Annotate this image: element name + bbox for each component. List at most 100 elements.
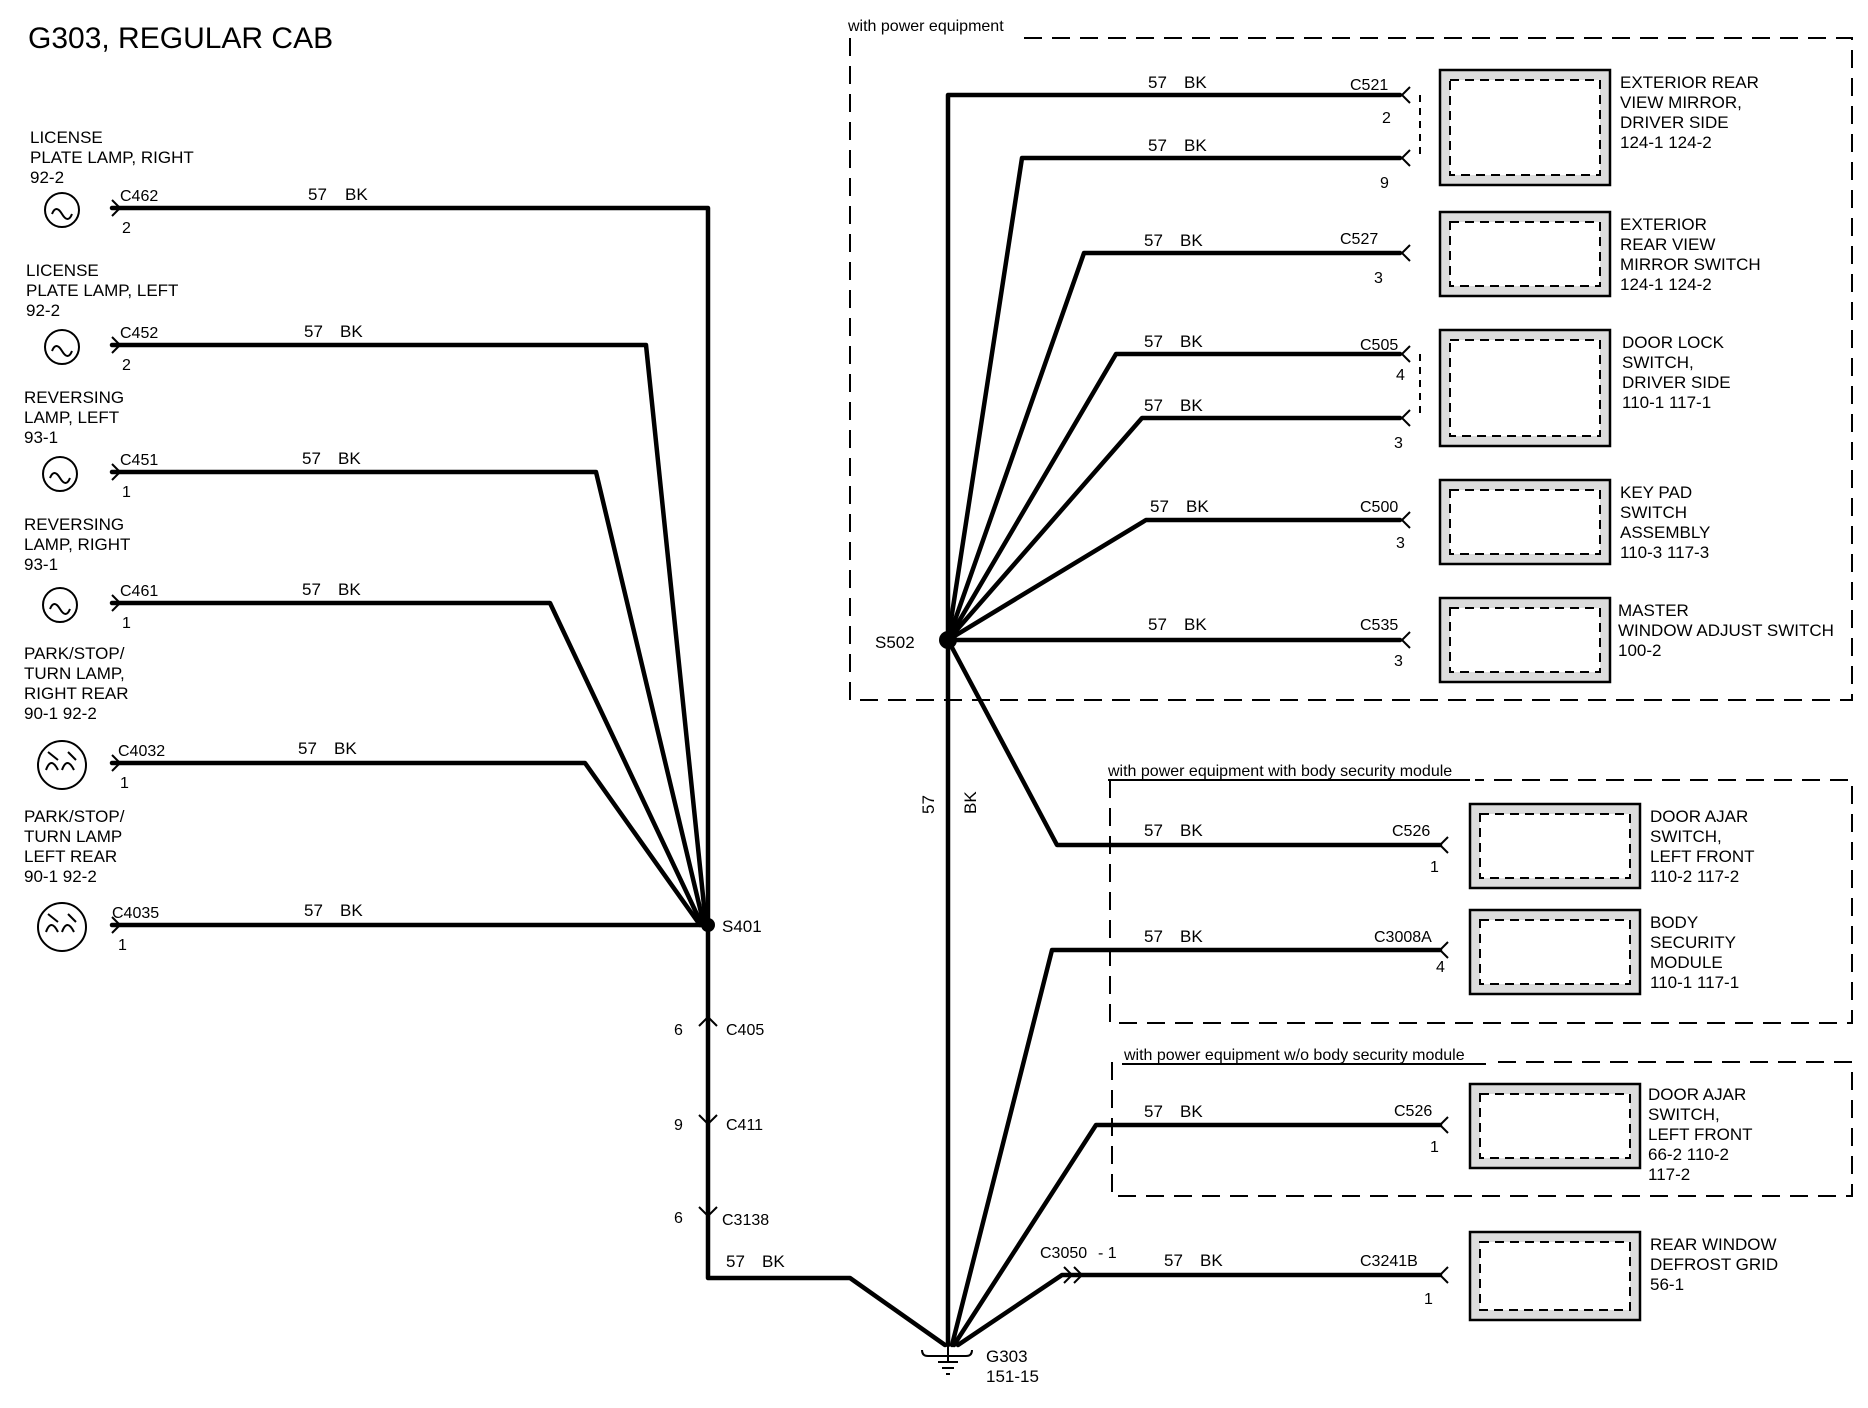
component-label-line: LICENSE — [30, 128, 103, 147]
connector-name: C505 — [1360, 337, 1398, 354]
component-label-line: 110-3 117-3 — [1620, 543, 1709, 562]
connector-name: C3050 — [1040, 1245, 1087, 1262]
ground-g303: G303 151-15 — [921, 1345, 1039, 1386]
wire-label-circuit: 57 — [1144, 332, 1163, 351]
bulb-icon — [44, 329, 80, 365]
pin-number: 1 — [1430, 1139, 1439, 1156]
pin-number: 2 — [122, 357, 131, 374]
connector-name: C526 — [1392, 823, 1430, 840]
component-label-line: REAR VIEW — [1620, 235, 1715, 254]
bulb-icon — [44, 192, 80, 228]
wire-label-color: BK — [1180, 927, 1203, 946]
pin-number: - 1 — [1098, 1245, 1117, 1262]
splice-s502: S502 — [875, 631, 957, 652]
left-component-reversing-left: REVERSING LAMP, LEFT 93-1 C451 1 57 BK — [24, 388, 361, 501]
component-label-line: 93-1 — [24, 555, 58, 574]
connector-arrow-icon — [1400, 86, 1411, 104]
wire-label-color: BK — [1180, 396, 1203, 415]
right-component-key-pad-switch: C500 3 KEY PAD SWITCH ASSEMBLY 110-3 117… — [1150, 478, 1710, 566]
wire-label-circuit: 57 — [1148, 73, 1167, 92]
connector-arrow-icon — [111, 336, 122, 354]
component-label-line: 110-2 117-2 — [1650, 867, 1739, 886]
connector-name: C411 — [726, 1117, 763, 1134]
ground-ref: 151-15 — [986, 1367, 1039, 1386]
left-component-reversing-right: REVERSING LAMP, RIGHT 93-1 C461 1 57 BK — [24, 515, 361, 632]
left-component-park-stop-turn-left-rear: PARK/STOP/ TURN LAMP LEFT REAR 90-1 92-2… — [24, 807, 363, 954]
wire-label-circuit: 57 — [1144, 396, 1163, 415]
component-label-line: SWITCH, — [1650, 827, 1722, 846]
component-label-line: SECURITY — [1650, 933, 1736, 952]
wire-label-color: BK — [1180, 1102, 1203, 1121]
wire-label-circuit: 57 — [726, 1252, 745, 1271]
component-label-line: EXTERIOR — [1620, 215, 1707, 234]
wire-label-color: BK — [1184, 73, 1207, 92]
component-label-line: PLATE LAMP, LEFT — [26, 281, 178, 300]
splice-label: S401 — [722, 917, 762, 936]
right-component-master-window-switch: C535 3 MASTER WINDOW ADJUST SWITCH 100-2… — [1148, 596, 1834, 684]
component-label-line: SWITCH, — [1622, 353, 1694, 372]
component-label-line: 110-1 117-1 — [1650, 973, 1739, 992]
component-label-line: 90-1 92-2 — [24, 867, 97, 886]
s502-wires — [945, 92, 1443, 1348]
connector-name: C3008A — [1374, 929, 1432, 946]
connector-name: C451 — [120, 452, 158, 469]
condition-label-power-equipment: with power equipment — [847, 18, 1004, 35]
connector-name: C527 — [1340, 231, 1378, 248]
connector-arrow-icon — [1438, 1116, 1449, 1134]
wire-label-color: BK — [340, 322, 363, 341]
component-label-line: SWITCH, — [1648, 1105, 1720, 1124]
connector-name: C405 — [726, 1022, 764, 1039]
wire-label-circuit: 57 — [1144, 927, 1163, 946]
wire-label-circuit: 57 — [1164, 1251, 1183, 1270]
connector-arrow-icon — [1400, 631, 1411, 649]
right-component-body-security-module: C3008A 4 BODY SECURITY MODULE 110-1 117-… — [1144, 908, 1739, 996]
connector-name: C4032 — [118, 743, 165, 760]
wire-label-color: BK — [338, 580, 361, 599]
component-label-line: DRIVER SIDE — [1622, 373, 1731, 392]
wire-label-color: BK — [1180, 332, 1203, 351]
right-component-door-ajar-with-bsm: C526 1 DOOR AJAR SWITCH, LEFT FRONT 110-… — [1144, 802, 1755, 890]
wire-label-circuit: 57 — [1144, 821, 1163, 840]
condition-box-without-bsm: with power equipment w/o body security m… — [1111, 1047, 1853, 1197]
wire-label-circuit: 57 — [298, 739, 317, 758]
connector-arrow-icon — [111, 754, 122, 772]
component-label-line: PLATE LAMP, RIGHT — [30, 148, 194, 167]
connector-name: C452 — [120, 325, 158, 342]
right-component-door-ajar-without-bsm: C526 1 DOOR AJAR SWITCH, LEFT FRONT 66-2… — [1144, 1082, 1753, 1184]
connector-name: C3241B — [1360, 1253, 1418, 1270]
component-label-line: 92-2 — [26, 301, 60, 320]
component-label-line: MASTER — [1618, 601, 1689, 620]
connector-name: C500 — [1360, 499, 1398, 516]
wire-label-color: BK — [961, 791, 980, 814]
wire-label-circuit: 57 — [302, 449, 321, 468]
left-component-license-plate-right: LICENSE PLATE LAMP, RIGHT 92-2 C462 2 57… — [30, 128, 368, 237]
bulb-icon — [42, 587, 78, 623]
component-label-line: LEFT REAR — [24, 847, 117, 866]
wire-label-color: BK — [340, 901, 363, 920]
connector-arrow-icon — [111, 594, 122, 612]
connector-name: C4035 — [112, 905, 159, 922]
condition-label-without-bsm: with power equipment w/o body security m… — [1123, 1047, 1465, 1064]
wire-label-color: BK — [1186, 497, 1209, 516]
pin-number: 1 — [1424, 1291, 1433, 1308]
component-label-line: LEFT FRONT — [1650, 847, 1755, 866]
component-label-line: PARK/STOP/ — [24, 644, 125, 663]
vertical-wire-label: 57 BK — [919, 791, 980, 814]
component-label-line: DOOR AJAR — [1648, 1085, 1746, 1104]
component-label-line: DOOR AJAR — [1650, 807, 1748, 826]
component-label-line: LICENSE — [26, 261, 99, 280]
component-label-line: REAR WINDOW — [1650, 1235, 1777, 1254]
right-component-rear-defrost-grid: C3241B 1 REAR WINDOW DEFROST GRID 56-1 5… — [1164, 1230, 1778, 1322]
wire-label-color: BK — [345, 185, 368, 204]
wire-label-color: BK — [1180, 821, 1203, 840]
component-label-line: EXTERIOR REAR — [1620, 73, 1759, 92]
wire-label-color: BK — [1184, 136, 1207, 155]
pin-number: 1 — [120, 775, 129, 792]
pin-number: 3 — [1396, 535, 1405, 552]
component-label-line: 110-1 117-1 — [1622, 393, 1711, 412]
component-label-line: REVERSING — [24, 388, 124, 407]
diagram-title: G303, REGULAR CAB — [28, 22, 333, 55]
connector-arrow-icon — [1400, 409, 1411, 427]
component-label-line: PARK/STOP/ — [24, 807, 125, 826]
